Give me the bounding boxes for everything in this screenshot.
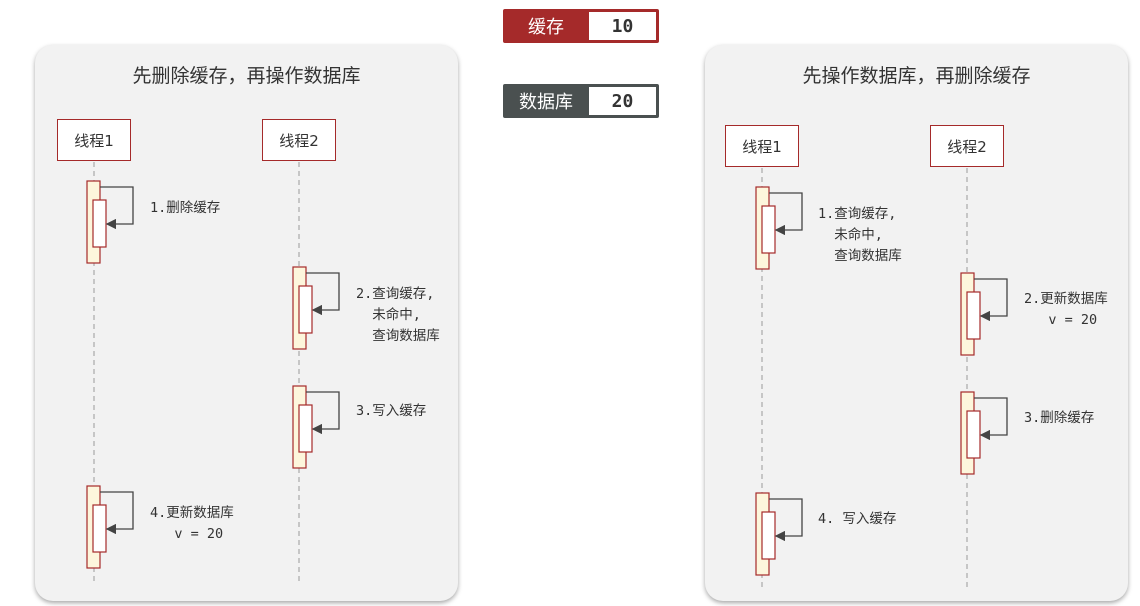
- right-step1-activation: [755, 186, 803, 270]
- right-step3-label: 3.删除缓存: [1024, 410, 1095, 426]
- right-step3-activation: [960, 391, 1008, 475]
- left-thread2-box: 线程2: [262, 119, 336, 161]
- right-step4-activation: [755, 492, 803, 576]
- left-step1-label: 1.删除缓存: [150, 200, 221, 216]
- right-step1-label: 1.查询缓存, 未命中, 查询数据库: [818, 206, 902, 264]
- database-badge: 数据库 20: [503, 84, 659, 118]
- left-step4-activation: [86, 485, 134, 569]
- right-thread2-box: 线程2: [930, 125, 1004, 167]
- database-badge-value: 20: [589, 87, 656, 115]
- left-step1-activation: [86, 180, 134, 264]
- right-panel-title: 先操作数据库，再删除缓存: [802, 65, 1031, 87]
- left-thread1-box: 线程1: [57, 119, 131, 161]
- left-step2-activation: [292, 266, 340, 350]
- right-step2-activation: [960, 272, 1008, 356]
- left-step3-activation: [292, 385, 340, 469]
- left-step2-label: 2.查询缓存, 未命中, 查询数据库: [356, 286, 440, 344]
- right-thread1-box: 线程1: [725, 125, 799, 167]
- right-step2-label: 2.更新数据库 v = 20: [1024, 291, 1108, 328]
- left-step3-label: 3.写入缓存: [356, 403, 427, 419]
- database-badge-label: 数据库: [519, 92, 573, 113]
- right-step4-label: 4. 写入缓存: [818, 511, 897, 527]
- cache-badge-label: 缓存: [528, 17, 564, 38]
- cache-badge: 缓存 10: [503, 9, 659, 43]
- cache-badge-value: 10: [589, 12, 656, 40]
- left-panel-title: 先删除缓存，再操作数据库: [132, 65, 361, 87]
- left-step4-label: 4.更新数据库 v = 20: [150, 505, 234, 542]
